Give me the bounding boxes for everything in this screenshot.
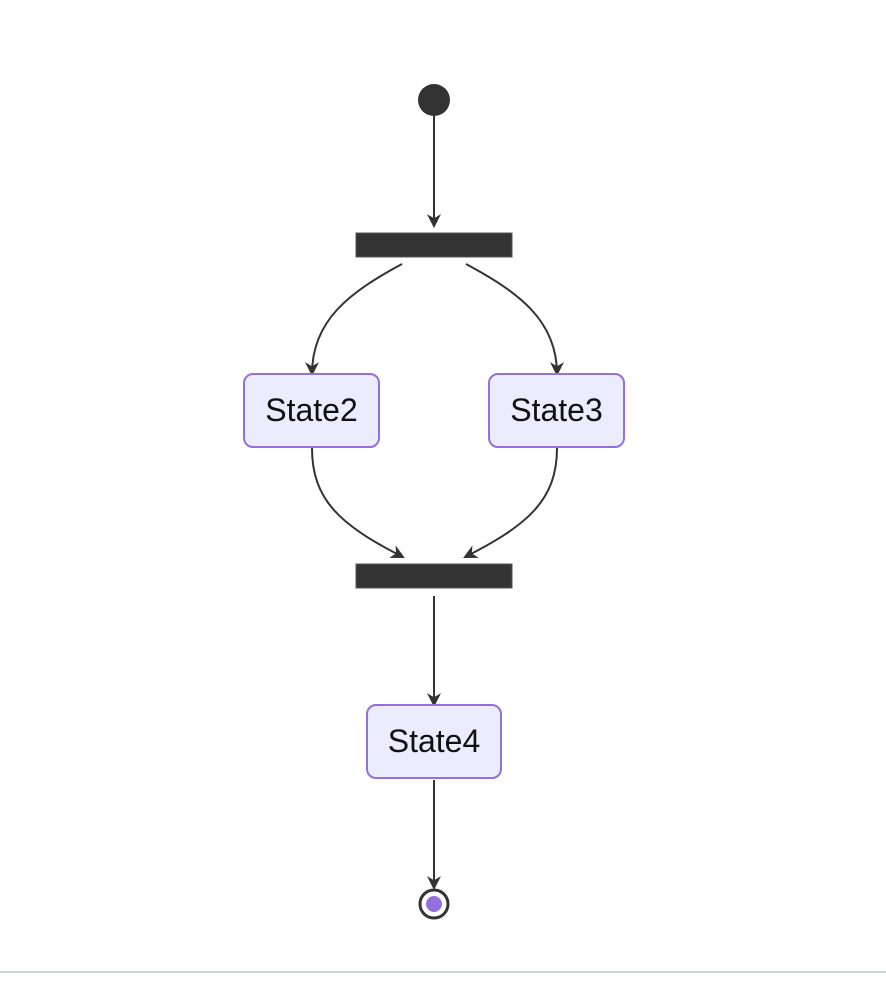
state2-box[interactable]	[243, 373, 380, 448]
edge-state3-to-join	[463, 447, 558, 558]
fork-bar[interactable]	[355, 232, 513, 258]
state2-label: State2	[265, 392, 358, 428]
state4-box[interactable]	[366, 704, 502, 779]
edge-fork-to-state2	[305, 263, 403, 377]
state-node-state4[interactable]: State4	[366, 704, 502, 779]
state3-box[interactable]	[488, 373, 625, 448]
end-node-inner-dot	[426, 896, 442, 912]
state3-label: State3	[510, 392, 603, 428]
end-node[interactable]	[418, 888, 450, 920]
state4-label: State4	[388, 723, 481, 759]
join-bar[interactable]	[355, 563, 513, 589]
state-node-state2[interactable]: State2	[243, 373, 380, 448]
state-node-state3[interactable]: State3	[488, 373, 625, 448]
edge-fork-to-state3	[465, 263, 564, 377]
start-node[interactable]	[418, 84, 450, 116]
edge-state2-to-join	[311, 447, 405, 558]
bottom-divider	[0, 971, 886, 973]
